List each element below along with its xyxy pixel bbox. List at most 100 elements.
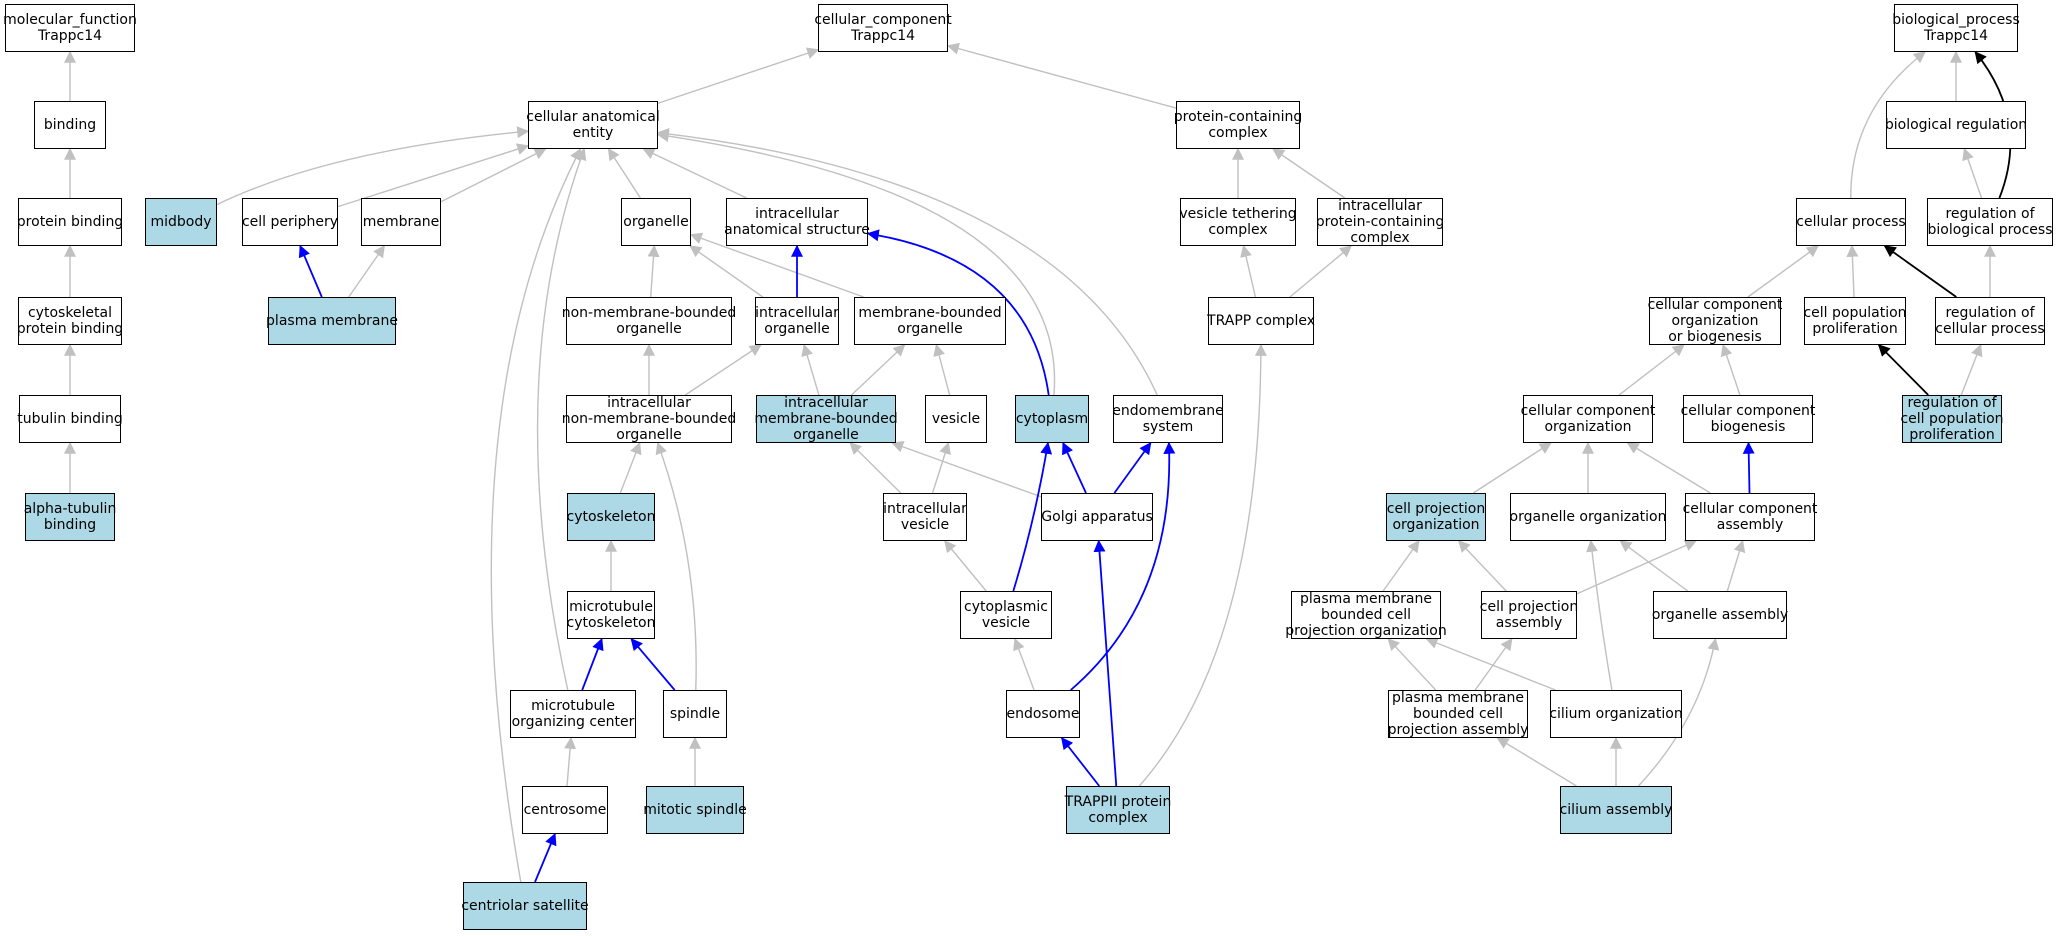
edge-intracellular-organelle-to-organelle (689, 245, 764, 298)
node-cilium-organization: cilium organization (1549, 690, 1683, 738)
node-label-line: cilium assembly (1559, 802, 1673, 818)
edge-intracellular-vesicle-to-vesicle (931, 441, 951, 494)
node-midbody: midbody (145, 198, 217, 246)
node-label-line: organelle assembly (1651, 607, 1789, 623)
edge-cell-projection-assembly-to-cell-projection-organization (1457, 540, 1507, 592)
node-label-line: cellular process (1796, 214, 1906, 230)
node-vesicle: vesicle (925, 395, 987, 443)
edge-trappii-protein-complex-to-golgi-apparatus (1093, 539, 1118, 787)
node-label-line: organelle (623, 214, 689, 230)
edge-cellular-process-to-bp (1850, 51, 1926, 199)
edge-centriolar-satellite-to-centrosome (534, 832, 557, 883)
edge-intracellular-vesicle-to-intracellular-mb-organelle (849, 442, 902, 494)
node-organelle-organization: organelle organization (1510, 493, 1666, 541)
node-label-line: TRAPPII protein (1064, 794, 1172, 810)
node-label-line: intracellular (755, 305, 839, 321)
node-label-line: entity (572, 125, 614, 141)
node-label-line: organelle organization (1509, 509, 1667, 525)
node-label-line: organelle (793, 427, 859, 443)
node-label-line: binding (43, 517, 97, 533)
node-label-line: Golgi apparatus (1041, 509, 1153, 525)
edge-intracellular-anatomical-structure-to-cellular-anatomical-entity (642, 148, 747, 199)
node-label-line: organization (1392, 517, 1480, 533)
node-label-line: organization (1544, 419, 1632, 435)
node-label-line: plasma membrane (266, 313, 398, 329)
edge-centriolar-satellite-to-cellular-anatomical-entity (490, 147, 582, 883)
node-label-line: proliferation (1812, 321, 1898, 337)
node-label-line: complex (1208, 222, 1268, 238)
edge-cc-biogenesis-to-cc-org-or-biogenesis (1720, 343, 1741, 396)
node-label-line: regulation of (1907, 395, 1997, 411)
node-label-line: membrane-bounded (754, 411, 898, 427)
node-label-line: Trappc14 (850, 28, 916, 44)
node-label-line: organelle (897, 321, 963, 337)
edge-membrane-bounded-organelle-to-organelle (689, 232, 864, 298)
node-label-line: protein binding (16, 214, 124, 230)
node-label-line: assembly (1716, 517, 1784, 533)
node-label-line: cilium organization (1549, 706, 1683, 722)
node-label-line: cytoskeletal (27, 305, 112, 321)
edge-cc-organization-to-cc-org-or-biogenesis (1618, 344, 1685, 396)
edge-pm-bounded-cell-projection-assembly-to-pm-bounded-cell-projection-organization (1387, 638, 1437, 691)
node-label-line: molecular_function (3, 12, 137, 28)
node-label-line: bounded cell (1412, 706, 1504, 722)
node-label-line: protein-containing (1173, 109, 1303, 125)
edge-endomembrane-system-to-cellular-anatomical-entity (656, 127, 1158, 396)
edge-golgi-apparatus-to-endomembrane-system (1113, 442, 1152, 494)
node-label-line: non-membrane-bounded (561, 305, 737, 321)
node-label-line: endomembrane (1112, 403, 1224, 419)
node-label-line: vesicle (981, 615, 1031, 631)
edge-cell-periphery-to-cellular-anatomical-entity (337, 143, 530, 208)
node-mitotic-spindle: mitotic spindle (643, 786, 747, 834)
node-organelle: organelle (621, 198, 691, 246)
edge-trapp-complex-to-intracellular-pc-complex (1289, 245, 1353, 298)
node-label-line: tubulin binding (17, 411, 123, 427)
node-label-line: plasma membrane (1300, 591, 1432, 607)
edge-trapp-complex-to-vesicle-tethering-complex (1240, 244, 1257, 298)
node-label-line: non-membrane-bounded (561, 411, 737, 427)
node-cilium-assembly: cilium assembly (1560, 786, 1672, 834)
edge-intracellular-mb-organelle-to-intracellular-organelle (801, 343, 820, 396)
node-label-line: membrane (362, 214, 440, 230)
node-label-line: cell population (1900, 411, 2004, 427)
node-label-line: cellular process (1935, 321, 2045, 337)
node-centrosome: centrosome (522, 786, 608, 834)
node-label-line: vesicle (931, 411, 981, 427)
node-label-line: regulation of (1945, 206, 2035, 222)
node-label-line: intracellular (607, 395, 691, 411)
edge-pm-bounded-cell-projection-assembly-to-cell-projection-assembly (1474, 638, 1513, 691)
node-cytoplasm: cytoplasm (1015, 395, 1089, 443)
edge-cell-projection-organization-to-cc-organization (1472, 442, 1552, 494)
edge-regulation-of-biological-process-to-biological-regulation (1962, 147, 1983, 199)
node-label-line: cellular_component (814, 12, 952, 28)
node-membrane: membrane (361, 198, 441, 246)
node-trapp-complex: TRAPP complex (1207, 297, 1315, 345)
node-label-line: cellular component (1520, 403, 1656, 419)
node-label-line: microtubule (531, 698, 615, 714)
node-label-line: intracellular (1338, 198, 1422, 214)
edge-cilium-organization-to-pm-bounded-cell-projection-organization (1425, 637, 1556, 691)
node-label-line: mitotic spindle (643, 802, 747, 818)
node-cell-periphery: cell periphery (242, 198, 338, 246)
edge-trappii-protein-complex-to-trapp-complex (1138, 343, 1267, 787)
edge-cell-population-proliferation-to-cellular-process (1846, 244, 1859, 298)
node-cellular-process: cellular process (1796, 198, 1906, 246)
edge-membrane-to-cellular-anatomical-entity (440, 148, 547, 203)
node-label-line: plasma membrane (1392, 690, 1524, 706)
node-centriolar-satellite: centriolar satellite (461, 882, 589, 930)
